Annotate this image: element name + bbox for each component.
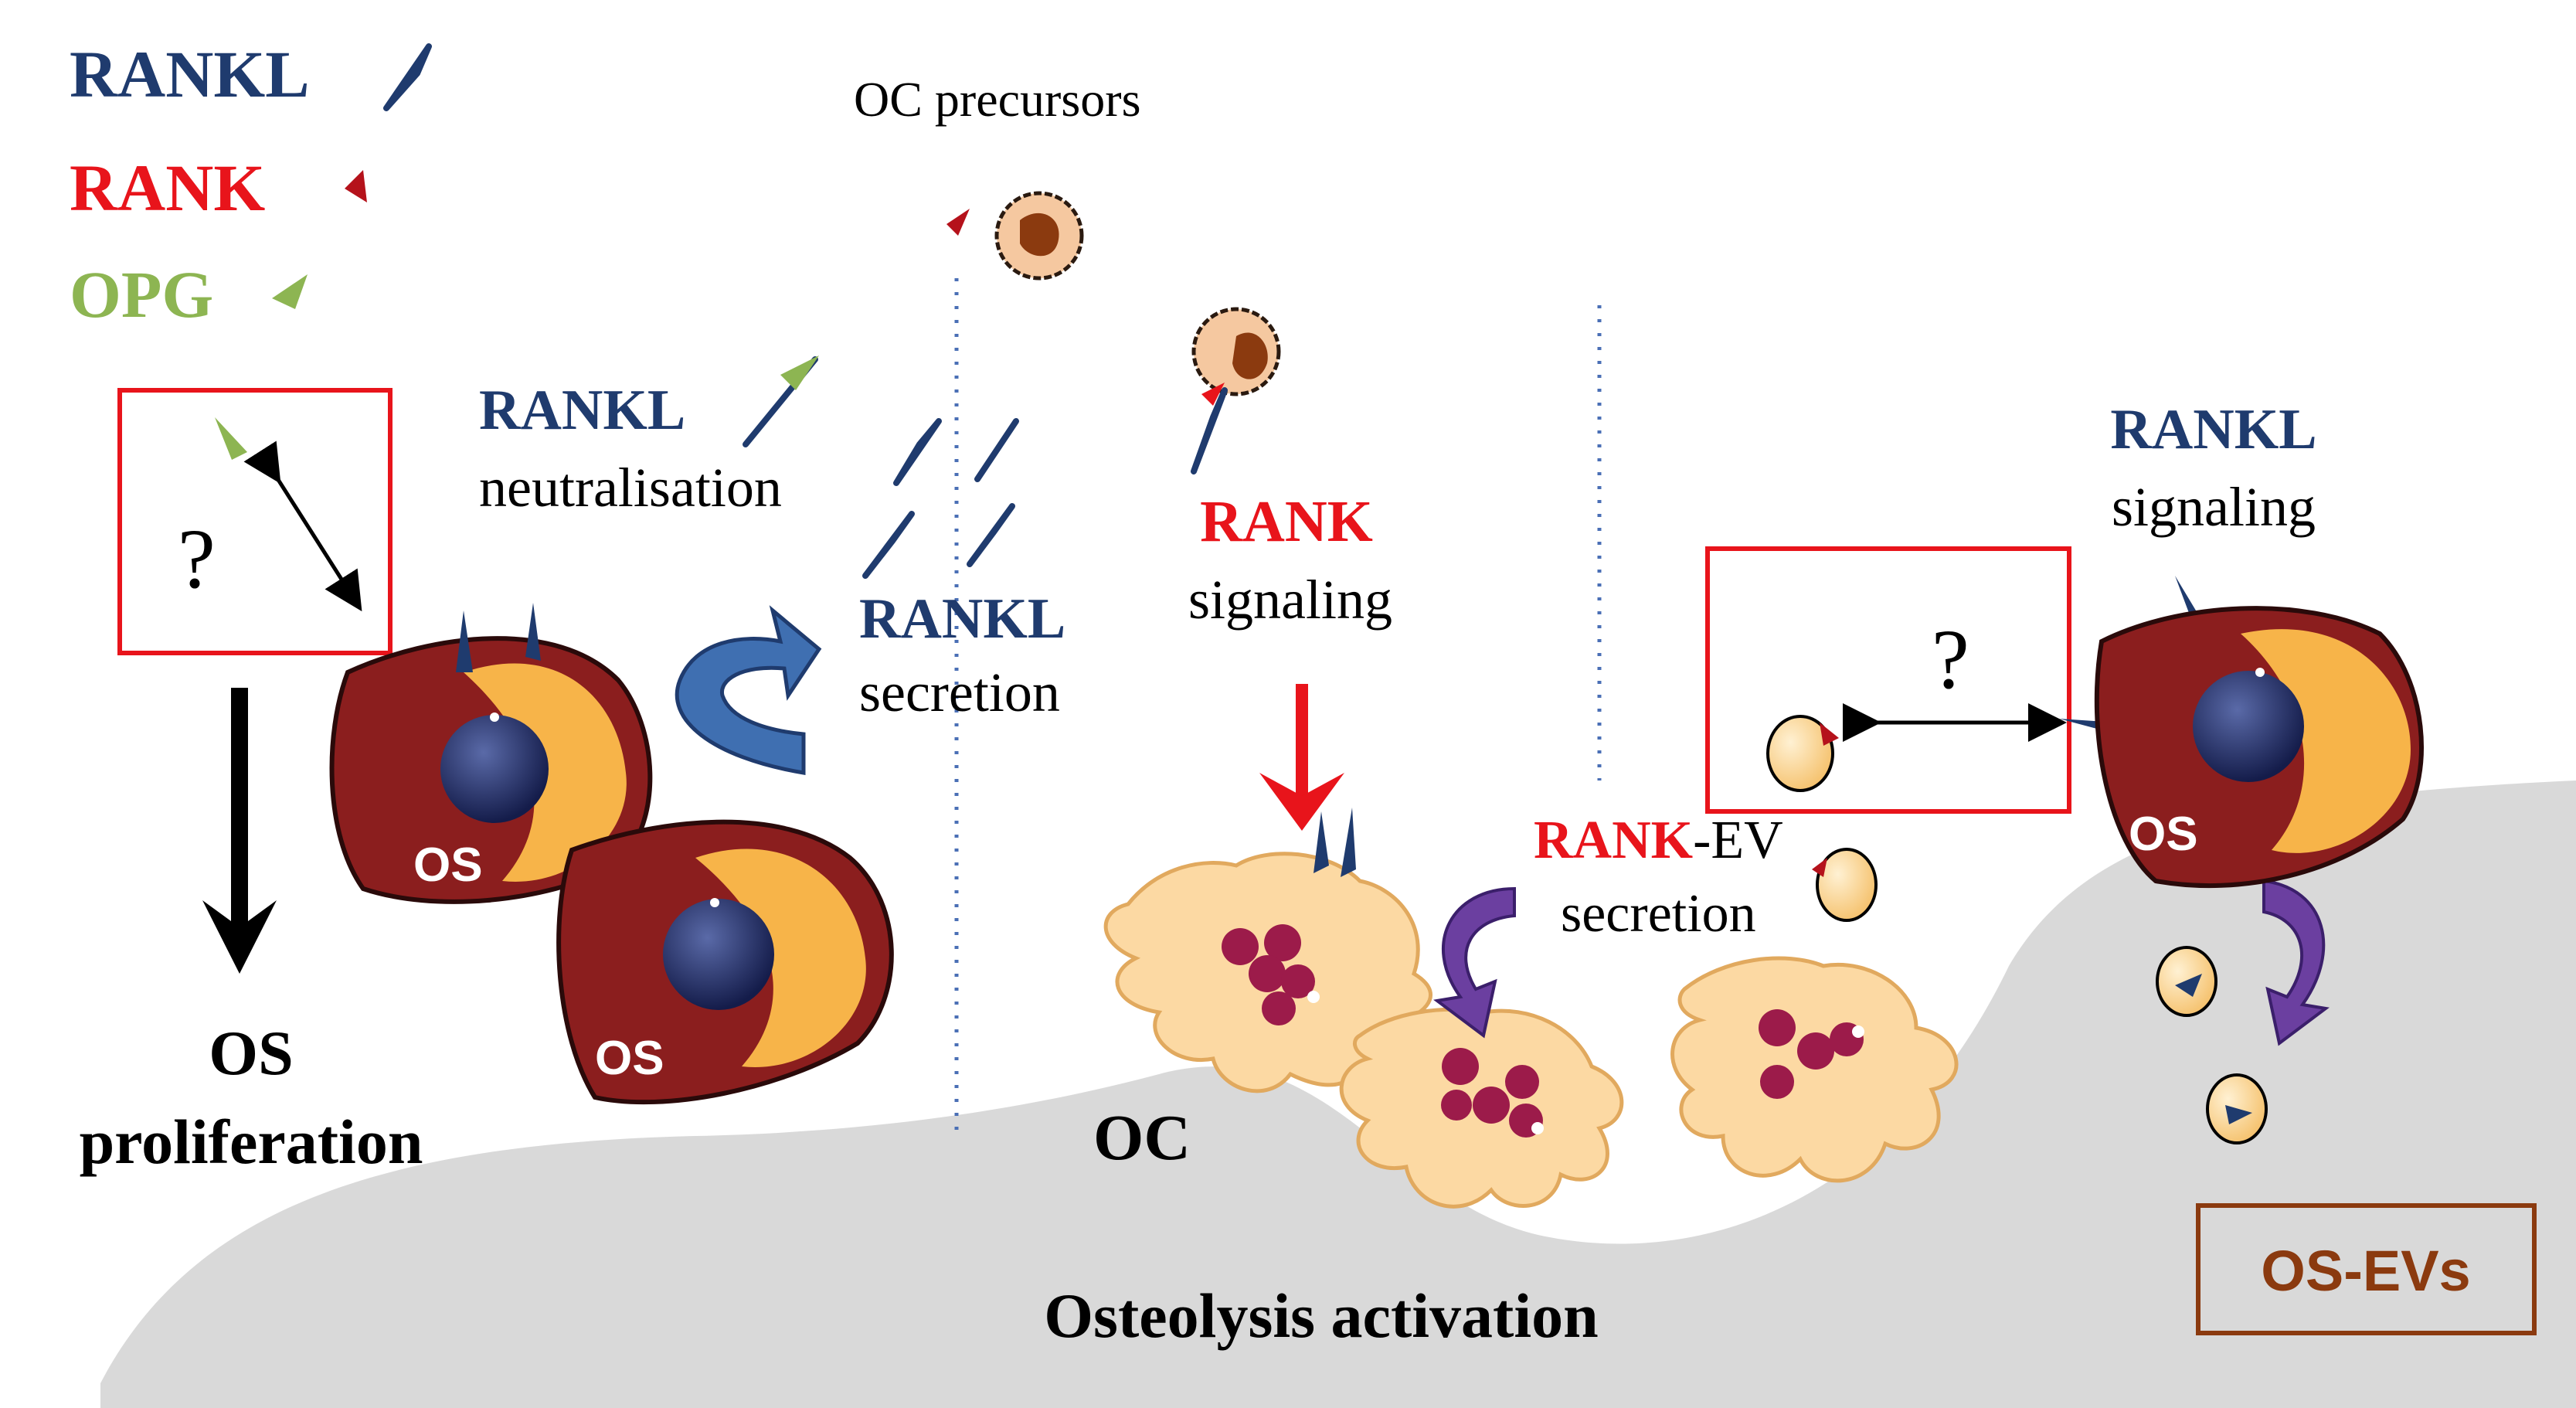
rankl-signaling-sub: signaling <box>2112 476 2316 538</box>
opg-cap <box>780 355 819 390</box>
legend-rankl-icon <box>383 43 432 111</box>
rankl-signaling-title: RANKL <box>2110 398 2316 461</box>
os-ev-2 <box>2206 1073 2268 1144</box>
rankl-neutralisation-title: RANKL <box>479 379 685 442</box>
os-evs-label: OS-EVs <box>2261 1239 2470 1303</box>
oc-precursors-label: OC precursors <box>854 72 1140 127</box>
rank-signaling-sub: signaling <box>1188 569 1392 631</box>
osteoclast-3 <box>1670 956 1959 1183</box>
rank-ev-rank: RANK <box>1534 811 1693 870</box>
ev-rank-2-receptor <box>1820 723 1839 746</box>
osteoclast-1 <box>1103 852 1432 1093</box>
legend-opg-label: OPG <box>70 257 213 332</box>
rank-ev-suffix: -EV <box>1693 811 1783 870</box>
rank-signaling-arrow-head <box>1259 773 1344 831</box>
rankl-receptor-2 <box>525 603 541 661</box>
rank-cap <box>1201 383 1225 406</box>
os-cell-label-2: OS <box>595 1032 664 1085</box>
os-cell-label-1: OS <box>413 838 483 892</box>
rank-rankl-bound <box>1191 387 1228 474</box>
proliferation-arrow-head <box>202 900 277 974</box>
osteoclast-2 <box>1339 1007 1624 1209</box>
os-cell-left-bottom: OS <box>556 819 894 1105</box>
bone-matrix <box>100 781 2576 1408</box>
osteolysis-label: Osteolysis activation <box>1044 1280 1598 1351</box>
oc-label: OC <box>1093 1102 1191 1174</box>
oc-precursor-cell-1 <box>994 191 1084 281</box>
rank-receptor-precursor-1 <box>946 209 970 236</box>
question-mark-right: ? <box>1932 612 1969 706</box>
legend-rank-label: RANK <box>70 151 265 225</box>
purple-arrow-center <box>1433 886 1516 1039</box>
double-arrow-left <box>243 440 362 612</box>
secreted-rankl-group <box>862 418 1019 579</box>
ev-rank-1 <box>1816 848 1878 922</box>
rankl-on-oc-2 <box>1341 808 1356 877</box>
question-mark-left: ? <box>178 512 216 606</box>
rankl-secretion-sub: secretion <box>859 661 1060 723</box>
os-evs-box <box>2196 1203 2537 1335</box>
rankl-neutralisation-sub: neutralisation <box>479 457 782 519</box>
legend-rankl-label: RANKL <box>70 37 310 111</box>
rank-ev-label: RANK-EV <box>1534 811 1783 870</box>
purple-arrow-right <box>2262 879 2330 1046</box>
rank-ev-secretion: secretion <box>1561 884 1756 944</box>
rank-signaling-title: RANK <box>1200 489 1373 554</box>
oc-precursor-cell-2 <box>1191 307 1281 396</box>
os-ev-1 <box>2156 946 2217 1017</box>
opg-molecule <box>215 417 247 460</box>
secretion-curved-arrow <box>675 605 822 775</box>
question-box-right <box>1705 546 2071 814</box>
legend-opg-icon <box>272 274 308 309</box>
rankl-secretion-title: RANKL <box>859 587 1065 651</box>
os-cell-right: OS <box>2094 606 2424 889</box>
os-proliferation-line1: OS <box>209 1018 293 1088</box>
question-box-left <box>117 388 393 655</box>
ev-rank-2 <box>1766 715 1834 792</box>
os-proliferation-line2: proliferation <box>80 1107 423 1177</box>
rankl-on-oc-1 <box>1313 811 1329 873</box>
ev-rank-1-receptor <box>1812 858 1827 877</box>
os-cell-label-3: OS <box>2129 808 2198 861</box>
legend-rank-icon <box>345 170 367 202</box>
rankl-receptor-1 <box>456 610 473 672</box>
